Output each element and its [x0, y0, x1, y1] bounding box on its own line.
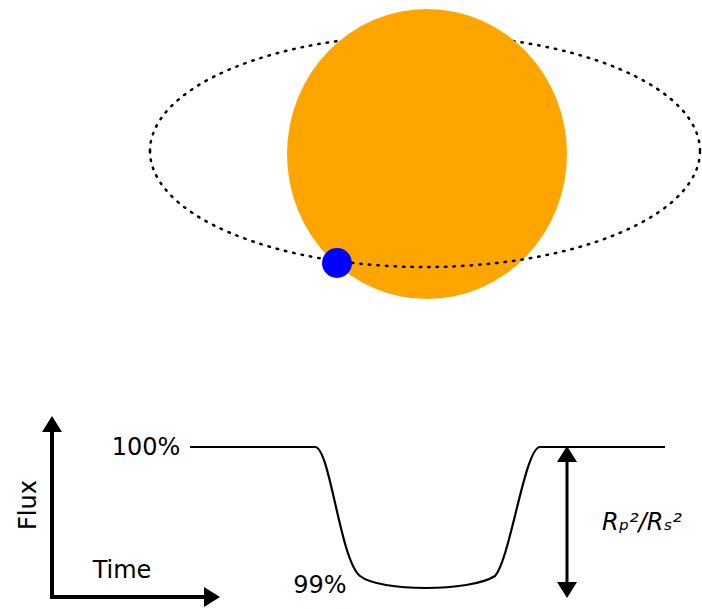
planet: [322, 248, 352, 278]
depth-arrow: [566, 460, 569, 584]
axis-label: Flux: [16, 480, 40, 530]
flux-level-label: 100%: [112, 435, 181, 459]
light-curve: [190, 447, 665, 588]
axis-arrowhead: [42, 416, 62, 432]
time-axis: [50, 595, 206, 599]
flux-axis: [50, 430, 54, 599]
depth-formula: Rₚ²/Rₛ²: [602, 510, 682, 534]
star: [287, 9, 567, 299]
arrowhead: [557, 446, 577, 462]
axis-arrowhead: [204, 587, 220, 607]
arrowhead: [557, 582, 577, 598]
flux-level-label: 99%: [293, 573, 346, 597]
axis-label: Time: [93, 558, 152, 582]
orbit-front: [150, 151, 700, 267]
